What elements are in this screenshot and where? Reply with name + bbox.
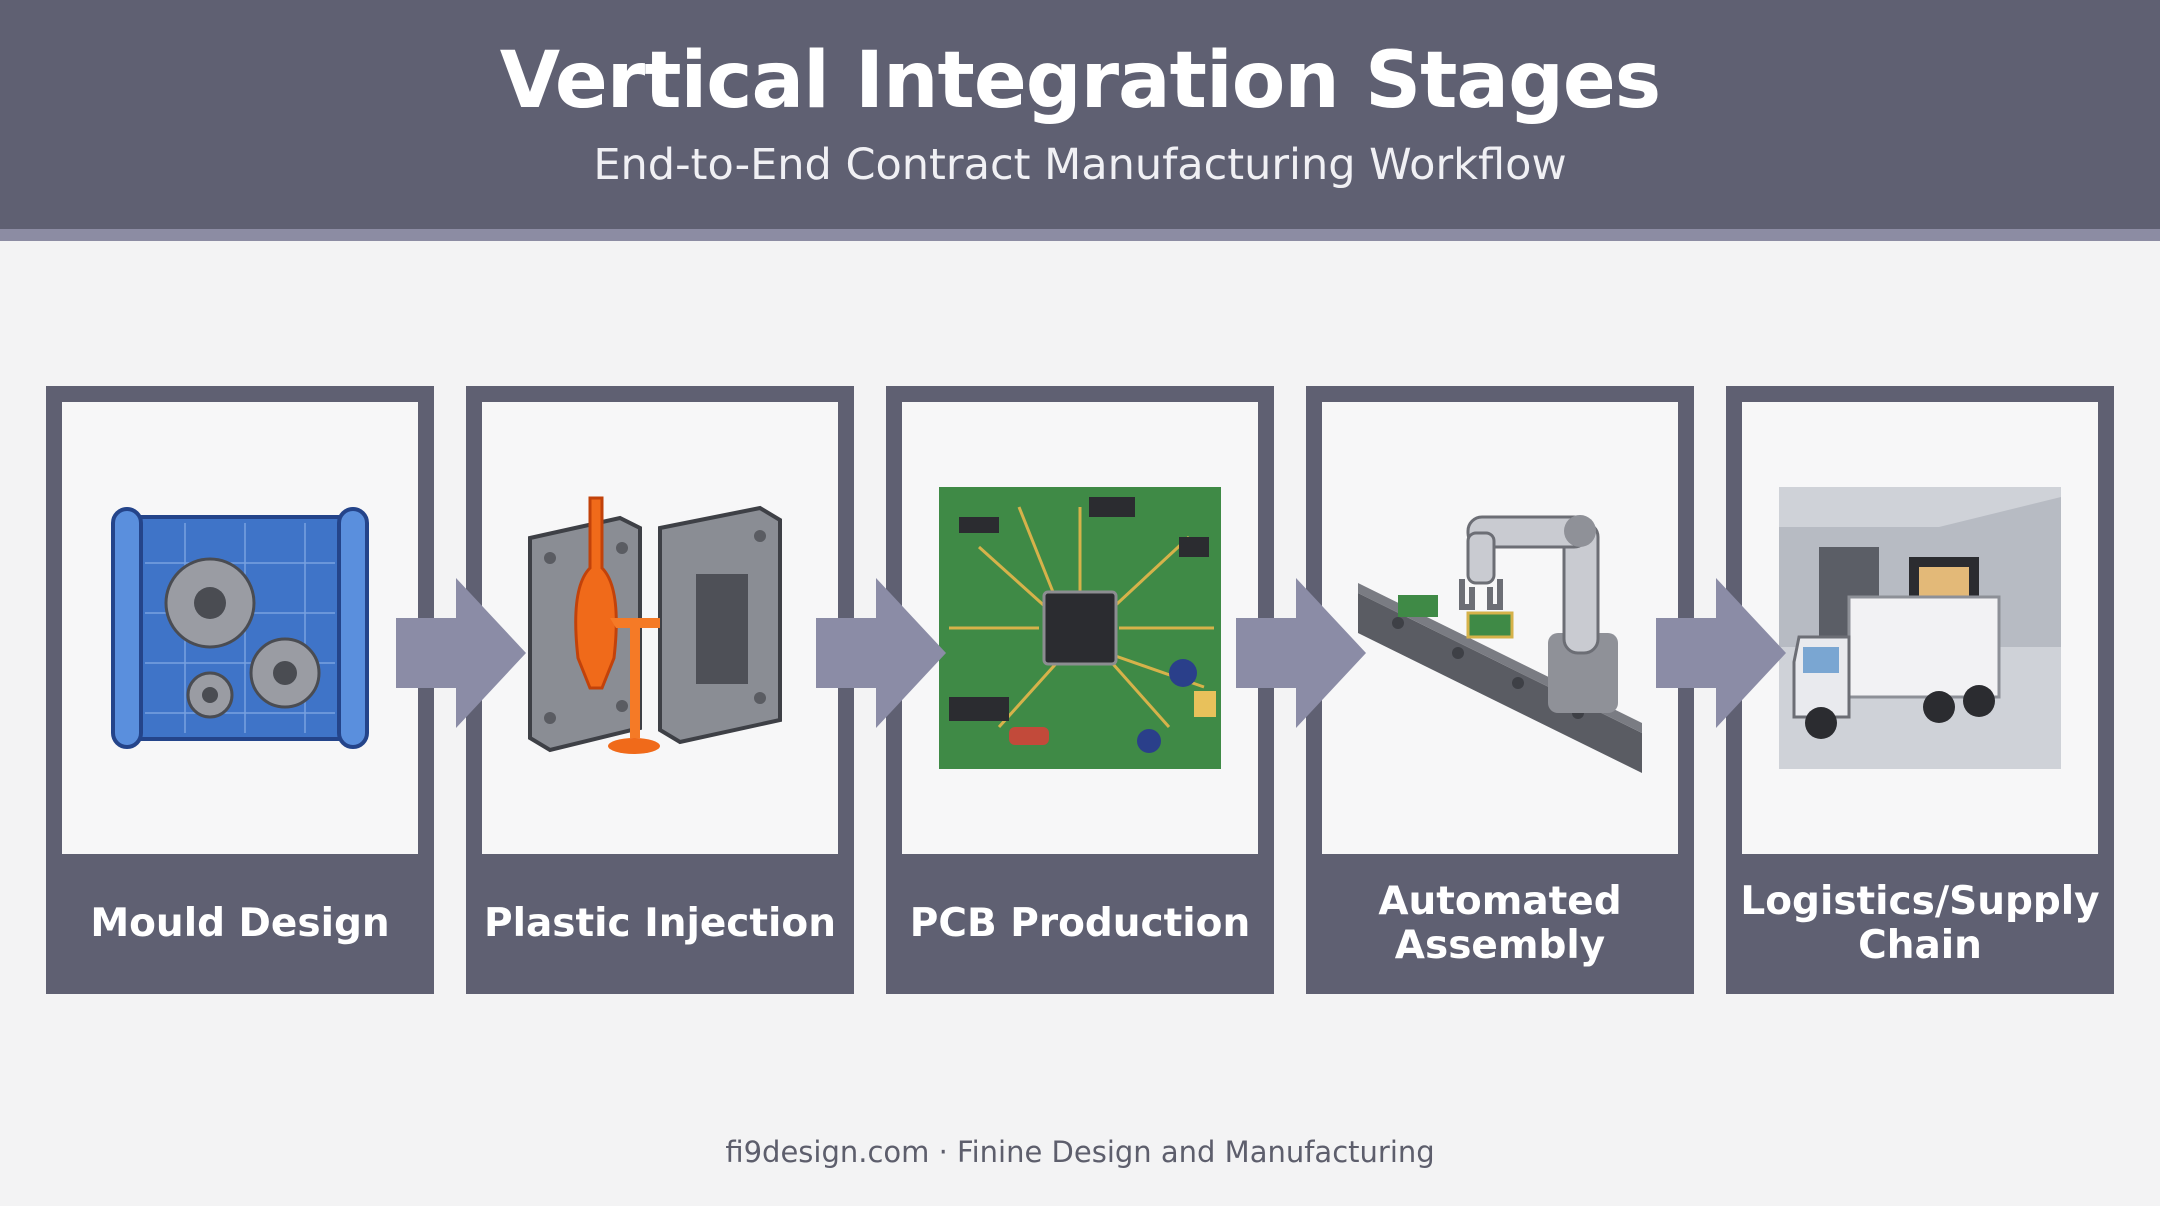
stage-label: Mould Design [90,901,390,946]
stage-image-panel [1322,402,1678,854]
stage-card-plastic-injection: Plastic Injection [466,386,854,994]
page-subtitle: End-to-End Contract Manufacturing Workfl… [593,140,1567,190]
stage-image-panel [902,402,1258,854]
header-banner [0,0,2160,229]
robot-arm-conveyor-icon [1358,515,1642,773]
stage-image-panel [1742,402,2098,854]
arrow-right-icon [816,578,946,728]
stage-card-pcb-production: PCB Production [886,386,1274,994]
injection-mould-icon [528,496,782,754]
stage-image-panel [62,402,418,854]
circuit-board-icon [939,487,1221,769]
footer-credit: fi9design.com · Finine Design and Manufa… [725,1135,1435,1169]
blueprint-gears-icon [111,507,369,749]
arrow-right-icon [1236,578,1366,728]
stage-label: Logistics/Supply Chain [1740,879,2100,968]
header-divider [0,229,2160,241]
page-title: Vertical Integration Stages [499,36,1661,126]
stage-card-automated-assembly: Automated Assembly [1306,386,1694,994]
stage-label: PCB Production [909,901,1251,946]
arrow-right-icon [396,578,526,728]
stage-card-logistics-supply-chain: Logistics/Supply Chain [1726,386,2114,994]
truck-warehouse-icon [1779,487,2061,769]
stage-card-mould-design: Mould Design [46,386,434,994]
arrow-right-icon [1656,578,1786,728]
stage-image-panel [482,402,838,854]
stage-label: Plastic Injection [484,901,836,946]
stage-label: Automated Assembly [1378,879,1622,968]
